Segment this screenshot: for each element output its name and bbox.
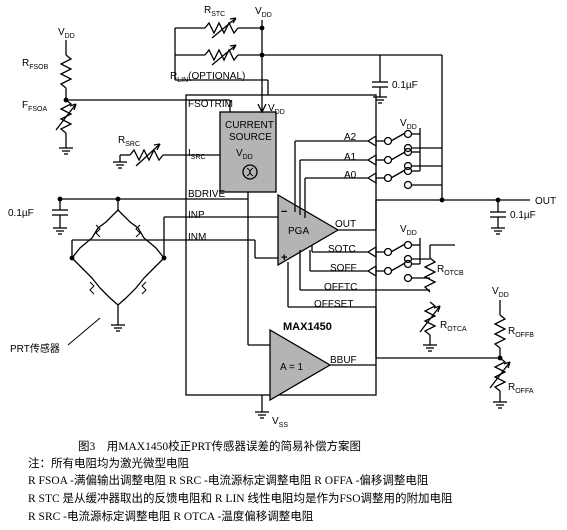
pin-soff: SOFF [330, 263, 357, 274]
rotcb-label: ROTCB [437, 264, 464, 277]
left-vdd: VDD [58, 27, 75, 40]
cap-out-label: 0.1µF [510, 210, 536, 221]
pga-label: PGA [288, 226, 309, 237]
rsrc-resistor [129, 148, 164, 162]
vss-label: VSS [272, 416, 288, 429]
caption-line-1: R FSOA -满偏输出调整电阻 R SRC -电流源标定调整电阻 R OFFA… [28, 475, 429, 487]
cap-top-label: 0.1µF [392, 80, 418, 91]
current-source-line2: SOURCE [229, 132, 272, 143]
out-label: OUT [535, 196, 556, 207]
roffa-label: ROFFA [508, 382, 534, 395]
caption-line-3: R SRC -电流源标定调整电阻 R OTCA -温度偏移调整电阻 [28, 511, 314, 523]
pin-offset: OFFSET [314, 299, 353, 310]
caption-line-2: R STC 是从缓冲器取出的反馈电阻和 R LIN 线性电阻均是作为FSO调整用… [28, 493, 453, 505]
figure-title: 图3 用MAX1450校正PRT传感器误差的简易补偿方案图 [78, 441, 361, 453]
offb-vdd: VDD [492, 286, 509, 299]
buffer-label: A = 1 [280, 362, 304, 373]
pin-inp: INP [188, 210, 205, 221]
prt-bridge [71, 209, 165, 306]
rlin-label: RLIN(OPTIONAL) [170, 71, 245, 84]
chip-name: MAX1450 [283, 321, 332, 333]
offset-vdd: VDD [400, 224, 417, 237]
pin-a0: A0 [344, 170, 357, 181]
cap-left-label: 0.1µF [8, 208, 34, 219]
pin-bbuf: BBUF [330, 355, 357, 366]
pga-amplifier [277, 193, 340, 267]
pin-a1: A1 [344, 152, 357, 163]
rsrc-label: RSRC [118, 135, 140, 148]
rstc-label: RSTC [204, 5, 225, 18]
rlin-resistor [204, 48, 239, 62]
switch-vdd: VDD [400, 118, 417, 131]
pin-fsotrim: FSOTRIM [188, 99, 233, 110]
pin-offtc: OFFTC [324, 282, 357, 293]
rfsoa-label: FFSOA [22, 100, 47, 113]
pin-inm: INM [188, 232, 206, 243]
rstc-resistor [204, 21, 239, 35]
offset-switches [366, 238, 430, 283]
rotcb-resistor [423, 257, 437, 293]
max1450-schematic: MAX1450 CURRENT SOURCE VDD FSOTRIM ISRC … [8, 5, 556, 429]
rfsob-label: RFSOB [22, 58, 49, 71]
pga-plus: + [281, 252, 287, 264]
pin-sotc: SOTC [328, 244, 356, 255]
roffb-resistor [493, 314, 507, 349]
ic-outline [185, 94, 377, 396]
rotca-label: ROTCA [440, 320, 467, 333]
rfsob-resistor [59, 54, 73, 89]
address-switches [366, 128, 442, 190]
current-source-line1: CURRENT [225, 120, 274, 131]
caption-note: 注：所有电阻均为激光微型电阻 [28, 458, 189, 470]
pga-minus: − [281, 206, 287, 218]
current-source-symbol [242, 164, 258, 180]
pin-out: OUT [335, 219, 356, 230]
pin-a2: A2 [344, 132, 357, 143]
roffb-label: ROFFB [508, 326, 534, 339]
buffer-amplifier [269, 328, 332, 402]
prt-label: PRT传感器 [10, 342, 60, 355]
top-vdd: VDD [255, 6, 272, 19]
pin-bdrive: BDRIVE [188, 189, 226, 200]
